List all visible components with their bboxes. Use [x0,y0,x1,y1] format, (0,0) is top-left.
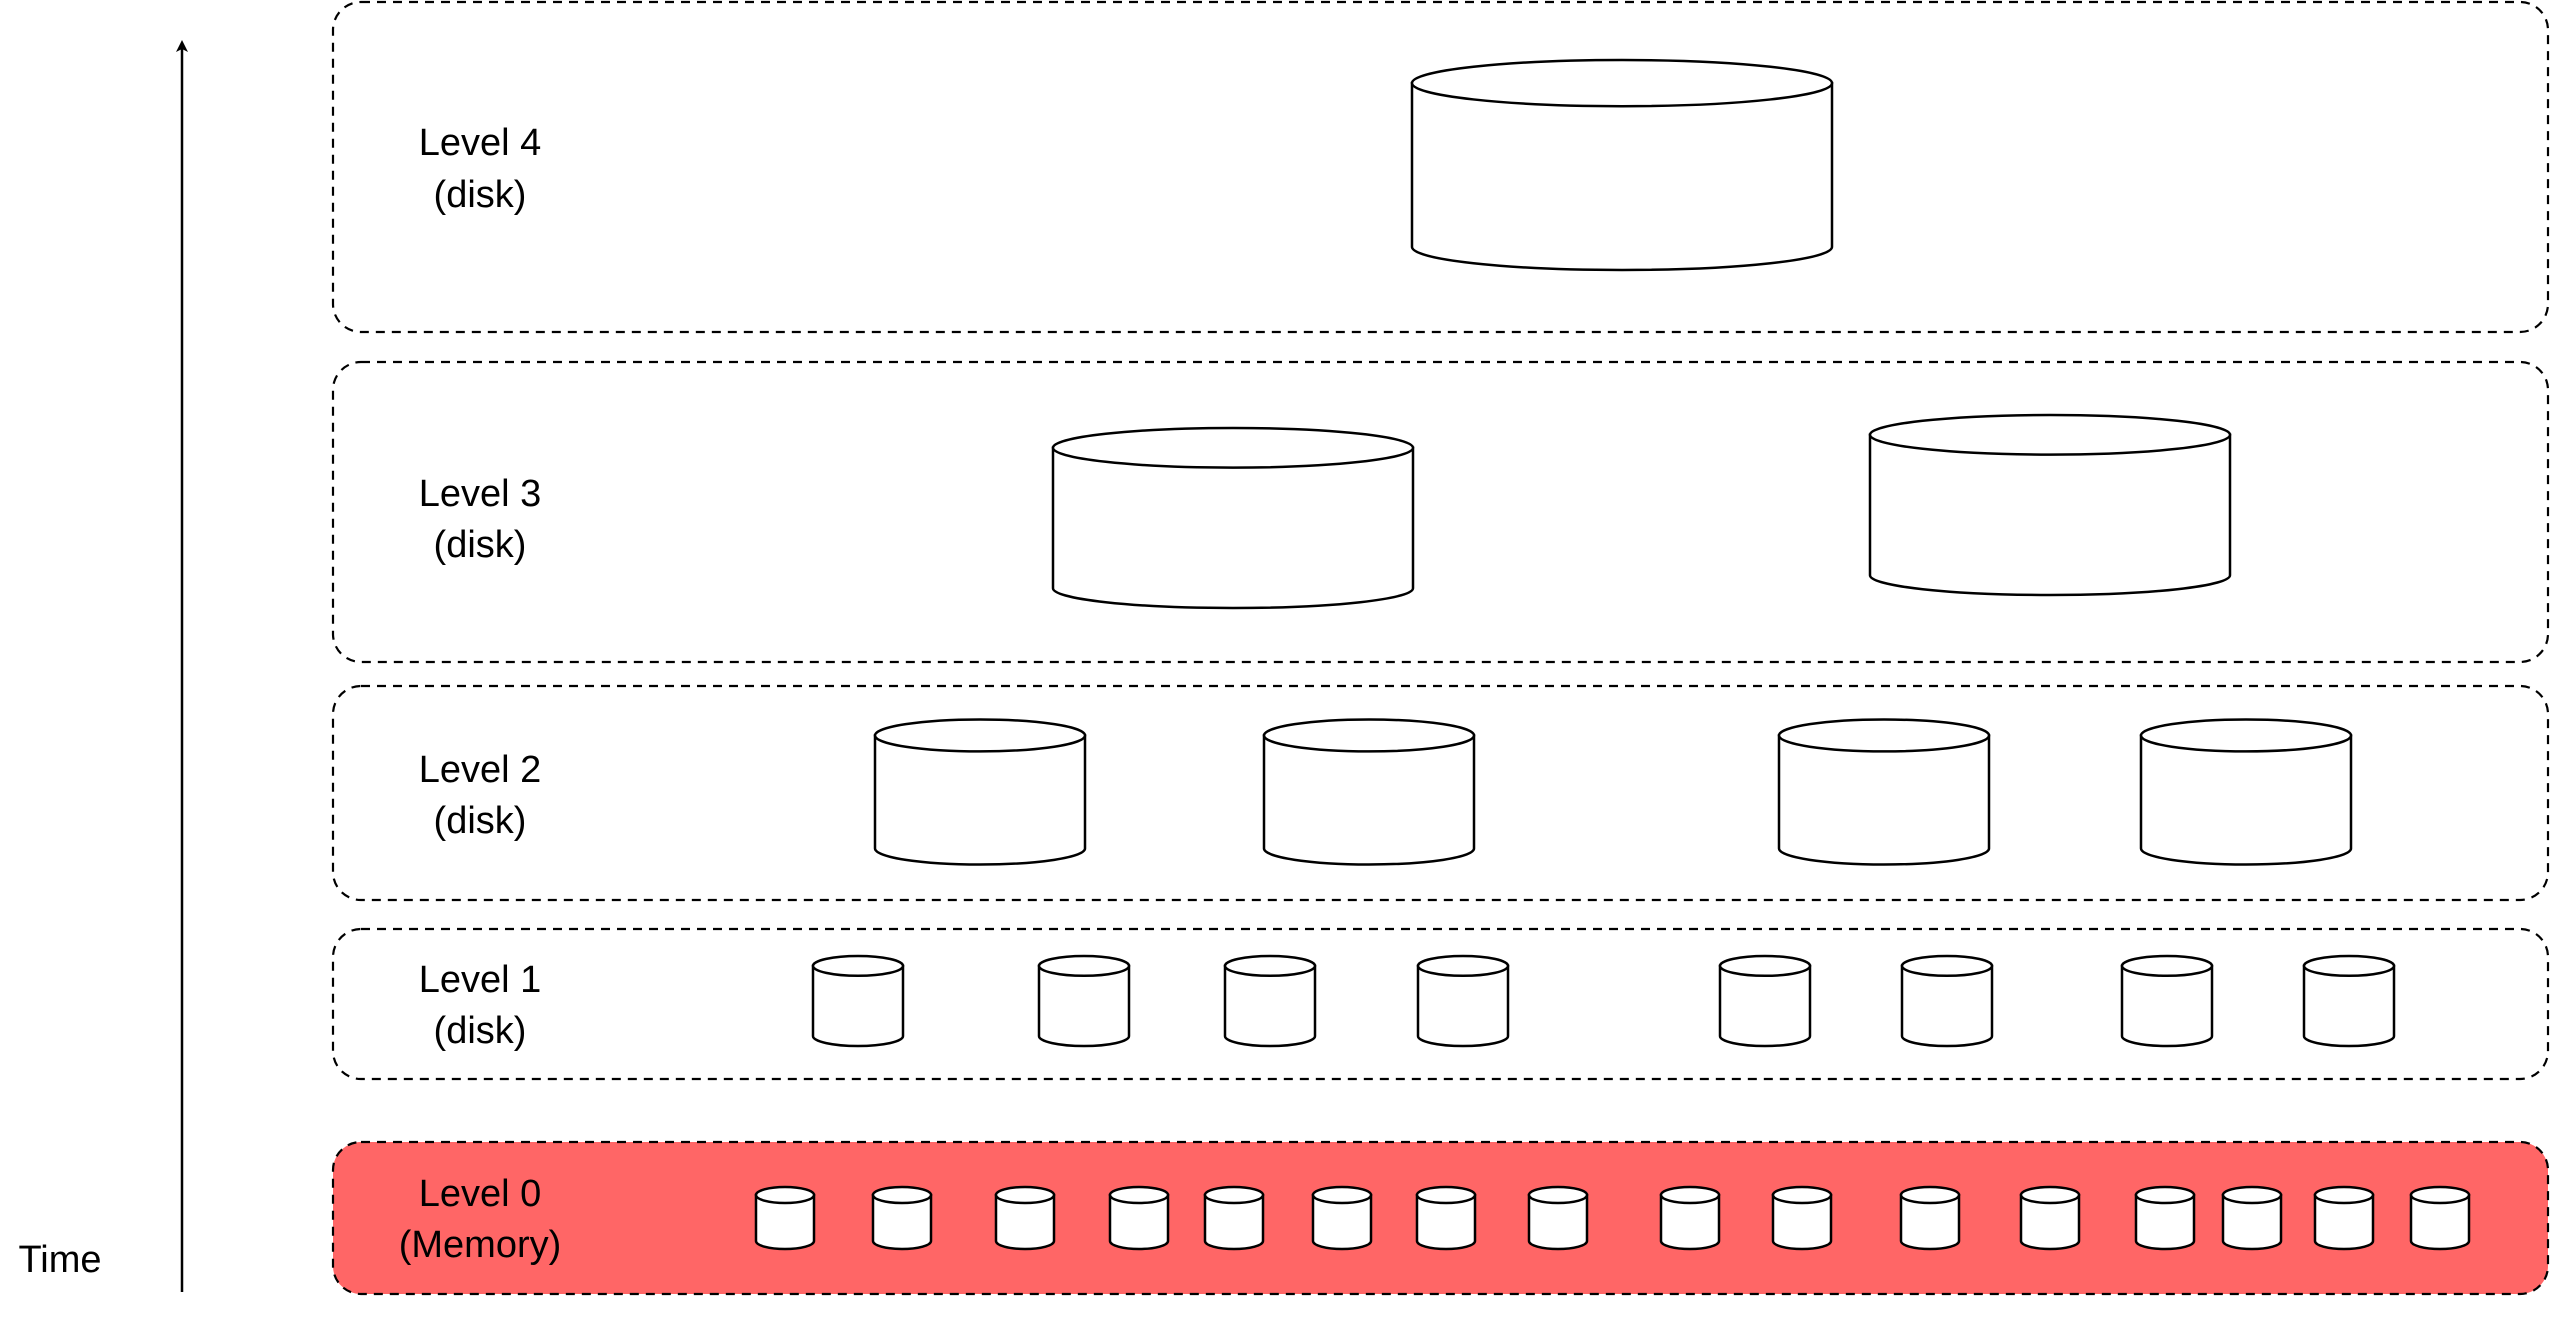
levels-layer: Level 4(disk)Level 3(disk)Level 2(disk)L… [331,0,2550,1296]
cylinder-icon [2409,1185,2471,1251]
cylinder-icon [1777,718,1991,866]
level-2-storage-label: (disk) [434,800,527,842]
level-4-storage-label: (disk) [434,174,527,216]
level-4-title: Level 4 [419,122,542,164]
cylinder-icon [871,1185,933,1251]
level-3-group: Level 3 (disk) [331,360,2550,664]
cylinder-icon [1223,954,1317,1048]
cylinder-icon [1659,1185,1721,1251]
level-3-storage-label: (disk) [434,524,527,566]
cylinder-icon [1899,1185,1961,1251]
cylinder-icon [811,954,905,1048]
cylinder-icon [1203,1185,1265,1251]
level-0-storage-label: (Memory) [399,1224,562,1266]
cylinder-icon [1311,1185,1373,1251]
cylinder-icon [994,1185,1056,1251]
cylinder-icon [1262,718,1476,866]
cylinder-icon [2221,1185,2283,1251]
level-3-title: Level 3 [419,473,542,515]
cylinder-icon [2120,954,2214,1048]
cylinder-icon [2139,718,2353,866]
cylinder-icon [1051,426,1415,610]
cylinder-icon [873,718,1087,866]
level-1-title: Level 1 [419,959,542,1001]
time-axis-label: Time [18,1239,101,1281]
level-2-title: Level 2 [419,749,542,791]
cylinder-icon [1037,954,1131,1048]
level-2-group: Level 2 (disk) [331,684,2550,902]
cylinder-icon [1416,954,1510,1048]
cylinder-icon [2313,1185,2375,1251]
cylinder-icon [2134,1185,2196,1251]
level-0-group: Level 0 (Memory) [331,1140,2550,1296]
time-axis: Time [18,40,188,1292]
cylinder-icon [1718,954,1812,1048]
level-0-title: Level 0 [419,1173,542,1215]
cylinder-icon [1527,1185,1589,1251]
cylinder-icon [2019,1185,2081,1251]
level-1-storage-label: (disk) [434,1010,527,1052]
level-1-group: Level 1 (disk) [331,927,2550,1081]
cylinder-icon [1868,413,2232,597]
cylinder-icon [1771,1185,1833,1251]
cylinder-icon [1415,1185,1477,1251]
cylinder-icon [2302,954,2396,1048]
cylinder-icon [1410,58,1834,272]
level-4-group: Level 4 (disk) [331,0,2550,334]
cylinder-icon [1900,954,1994,1048]
cylinder-icon [1108,1185,1170,1251]
cylinder-icon [754,1185,816,1251]
